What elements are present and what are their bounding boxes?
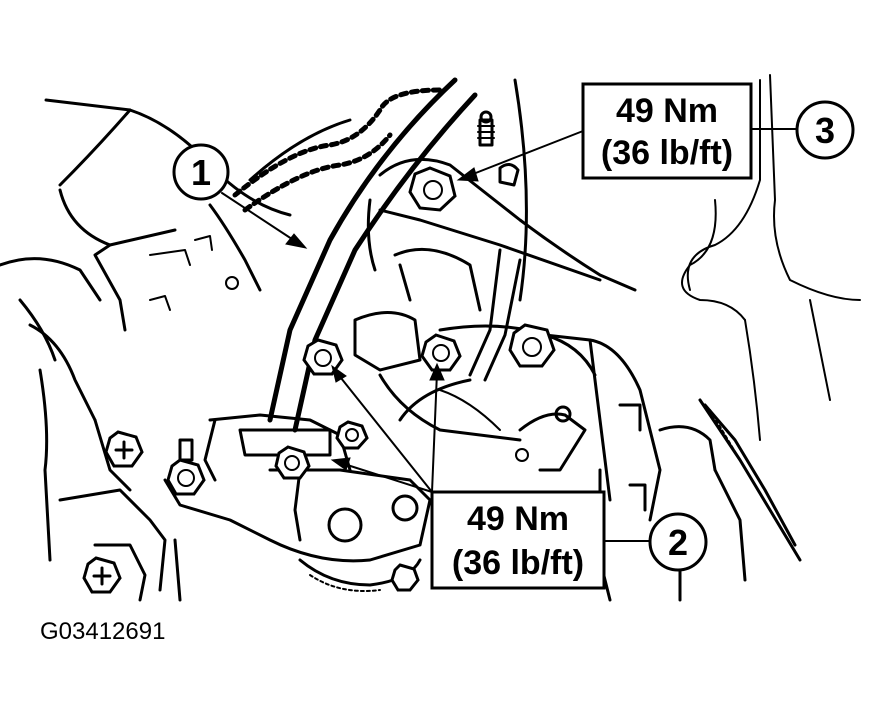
- callout-2-number: 2: [668, 522, 688, 563]
- bolt-bottom-left: [82, 556, 122, 594]
- bolt-right-housing: [508, 323, 556, 368]
- leader-lines: [221, 128, 798, 542]
- stud-top: [477, 110, 520, 187]
- callout-3: 49 Nm (36 lb/ft) 3: [581, 82, 855, 180]
- torque-lbft-2: (36 lb/ft): [452, 544, 584, 582]
- bolt-lower-left: [166, 438, 206, 496]
- torque-box-3: [581, 82, 753, 180]
- bolt-top-right: [408, 166, 457, 212]
- torque-nm-2: 49 Nm: [467, 500, 569, 538]
- callout-3-number: 3: [815, 110, 835, 151]
- torque-nm-3: 49 Nm: [616, 92, 718, 130]
- bolt-bottom-mid: [390, 563, 420, 592]
- torque-box-2: [430, 490, 606, 590]
- bolt-far-left: [104, 430, 144, 468]
- callout-2-circle: [648, 512, 708, 572]
- engine-linework: [0, 74, 861, 602]
- bolt-center-left: [302, 338, 344, 376]
- callout-1-number: 1: [191, 152, 211, 193]
- bolt-lower-mid: [335, 420, 369, 450]
- bolt-lower-center: [274, 445, 311, 480]
- torque-lbft-3: (36 lb/ft): [601, 134, 733, 172]
- callout-1-circle: [172, 143, 230, 201]
- bolt-center: [420, 333, 462, 372]
- callout-1: 1: [172, 143, 230, 201]
- callout-3-circle: [795, 100, 855, 160]
- callout-2: 49 Nm (36 lb/ft) 2: [430, 490, 708, 590]
- figure-id: G03412691: [40, 618, 166, 645]
